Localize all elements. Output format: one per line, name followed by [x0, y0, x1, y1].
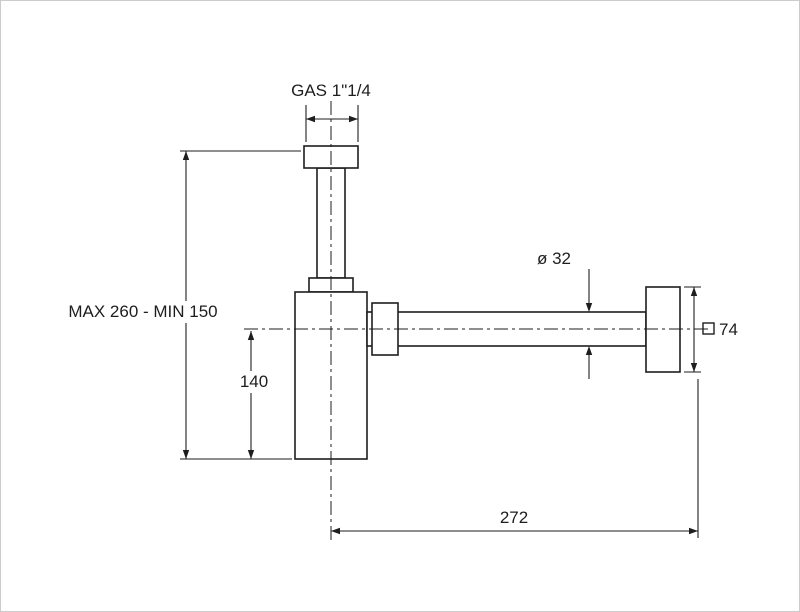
trap-height-label: 140	[240, 372, 268, 391]
flange-width-label: 74	[719, 320, 738, 339]
thread-label: GAS 1"1/4	[291, 81, 371, 100]
dim-height-range: MAX 260 - MIN 150	[49, 150, 301, 460]
arrow-left-icon	[306, 115, 315, 123]
arrow-down-icon	[182, 450, 190, 459]
arrow-left-icon	[331, 527, 340, 535]
arrow-up-icon	[182, 151, 190, 160]
arrow-up-icon	[585, 346, 593, 355]
dim-trap-height: 140	[234, 331, 274, 459]
reach-label: 272	[500, 508, 528, 527]
pipe-diameter-label: ø 32	[537, 249, 571, 268]
arrow-up-icon	[247, 331, 255, 340]
dim-reach: 272	[331, 379, 699, 538]
dim-thread: GAS 1"1/4	[291, 81, 371, 142]
dim-pipe-diameter: ø 32	[537, 249, 593, 379]
arrow-down-icon	[247, 450, 255, 459]
arrow-up-icon	[690, 287, 698, 296]
arrow-right-icon	[689, 527, 698, 535]
trap-parts	[294, 145, 681, 460]
center-lines	[244, 101, 708, 541]
square-symbol-icon	[702, 322, 715, 335]
dim-flange-width: 74	[684, 286, 738, 373]
height-range-label: MAX 260 - MIN 150	[68, 302, 217, 321]
arrow-down-icon	[585, 303, 593, 312]
arrow-right-icon	[349, 115, 358, 123]
arrow-down-icon	[690, 363, 698, 372]
